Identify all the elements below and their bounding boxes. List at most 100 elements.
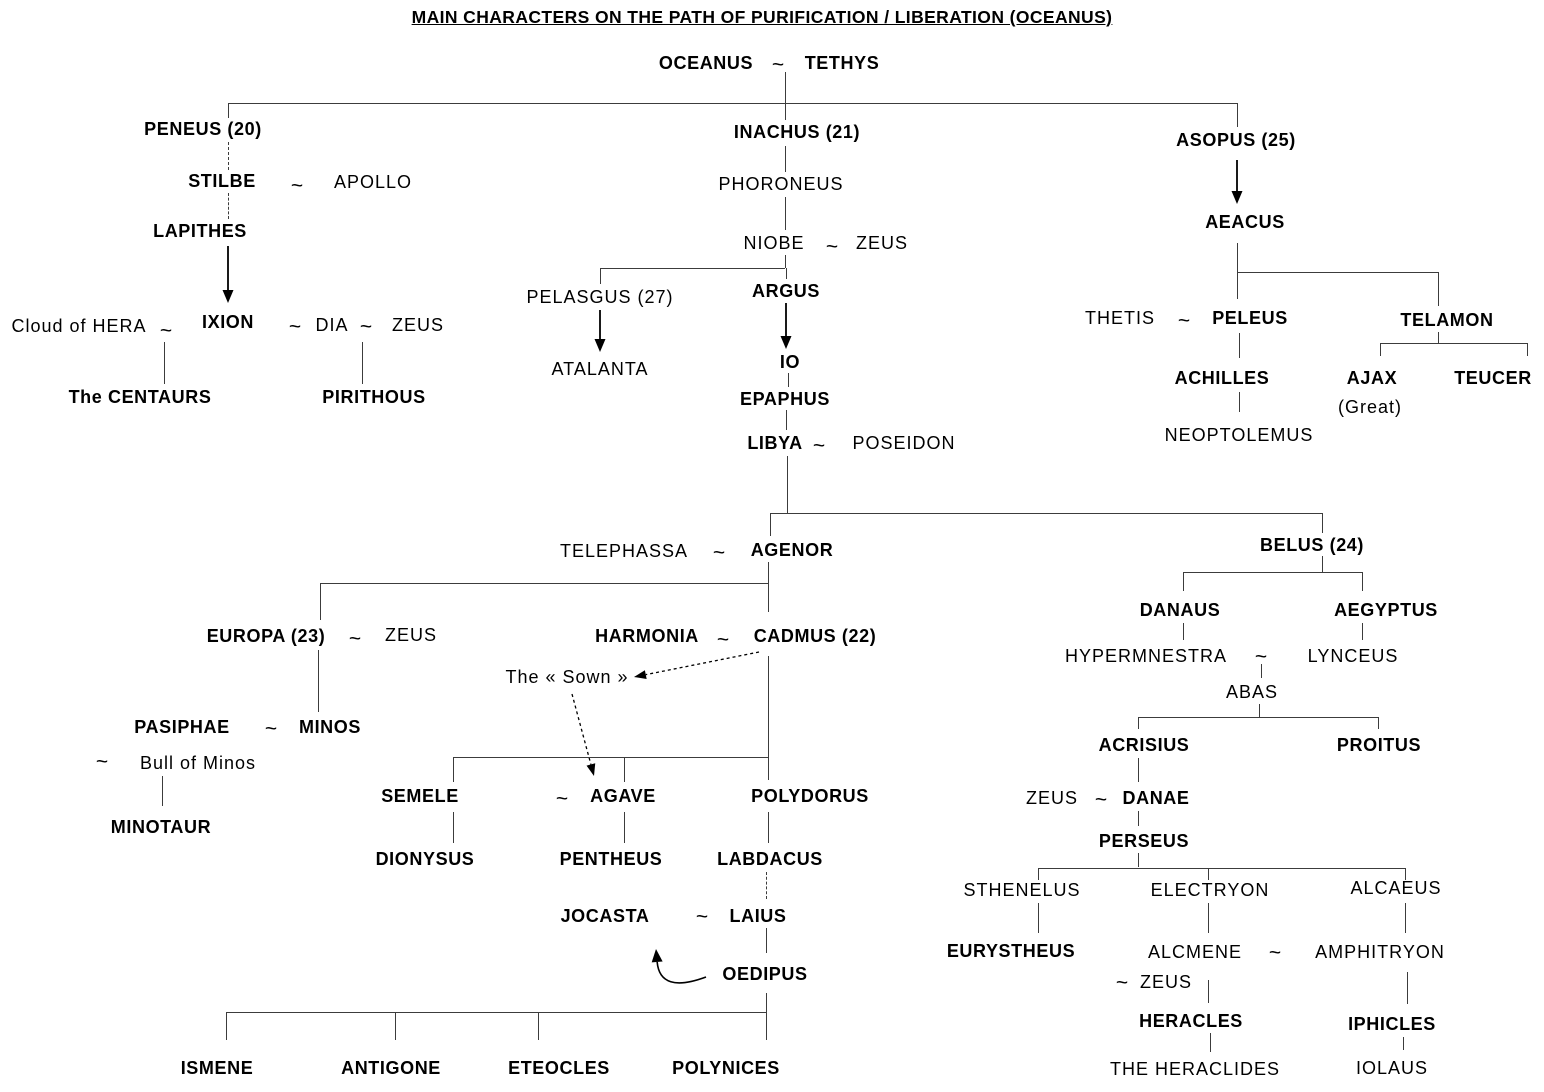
connector-line (1138, 717, 1139, 729)
connector-line (766, 872, 767, 899)
connector-line (600, 268, 601, 284)
connector-line (1438, 332, 1439, 343)
connector-line (164, 342, 165, 384)
node-pelasgus: PELASGUS (27) (526, 287, 674, 307)
node-thetis: THETIS (1084, 308, 1156, 328)
connector-line (785, 103, 786, 120)
node-cadmus: CADMUS (22) (753, 626, 877, 646)
connector-line (1237, 272, 1438, 273)
node-union-semele-agave: ~ (555, 787, 569, 811)
node-agave: AGAVE (590, 786, 656, 806)
node-hypermnestra: HYPERMNESTRA (1064, 646, 1228, 666)
node-tethys: TETHYS (804, 53, 880, 73)
connector-line (1407, 972, 1408, 1004)
connector-line (1208, 980, 1209, 1003)
connector-line (624, 812, 625, 843)
connector-line (1138, 758, 1139, 782)
connector-line (1259, 704, 1260, 717)
node-zeus-alcmene-row: ZEUS (1139, 972, 1193, 992)
node-the-sown: The « Sown » (505, 667, 629, 687)
connector-line (1183, 623, 1184, 640)
node-epaphus: EPAPHUS (740, 389, 830, 409)
node-zeus-ixion-row: ZEUS (391, 315, 445, 335)
connector-line (788, 373, 789, 387)
node-laius: LAIUS (729, 906, 787, 926)
node-libya: LIBYA (747, 433, 803, 453)
node-zeus-niobe-row: ZEUS (855, 233, 909, 253)
arrow-argus-io-head (780, 336, 792, 349)
node-apollo: APOLLO (333, 172, 413, 192)
node-union-ixion-dia: ~ (288, 315, 302, 339)
connector-line (785, 197, 786, 230)
connector-line (1237, 103, 1238, 127)
node-electryon: ELECTRYON (1150, 880, 1270, 900)
connector-line (226, 1012, 766, 1013)
connector-line (1239, 333, 1240, 358)
connector-line (318, 650, 319, 712)
connector-line (1237, 243, 1238, 272)
connector-line (1405, 868, 1406, 880)
node-europa: EUROPA (23) (206, 626, 326, 646)
connector-line (1208, 868, 1209, 880)
node-lapithes: LAPITHES (153, 221, 247, 241)
connector-line (1362, 623, 1363, 640)
node-danaus: DANAUS (1139, 600, 1221, 620)
node-the-centaurs: The CENTAURS (68, 387, 212, 407)
arrow-lapithes-ixion-head (222, 290, 234, 303)
node-union-alcmene-amphitryon: ~ (1268, 941, 1282, 965)
node-telephassa: TELEPHASSA (559, 541, 689, 561)
node-ajax: AJAX (1346, 368, 1398, 388)
connector-line (768, 812, 769, 843)
arrow-pelasgus-atalanta-head (594, 339, 606, 352)
connector-line (768, 757, 769, 780)
node-zeus-danae-row: ZEUS (1025, 788, 1079, 808)
connector-line (1403, 1037, 1404, 1050)
connector-line (1038, 868, 1405, 869)
connector-line (1138, 811, 1139, 826)
connector-line (1208, 903, 1209, 933)
node-minotaur: MINOTAUR (110, 817, 212, 837)
arrow-oedipus-jocasta (656, 961, 707, 984)
node-acrisius: ACRISIUS (1098, 735, 1190, 755)
connector-line (320, 583, 321, 620)
connector-line (785, 146, 786, 172)
arrow-asopus-aeacus-head (1231, 191, 1243, 204)
node-lynceus: LYNCEUS (1307, 646, 1399, 666)
node-union-jocasta-laius: ~ (695, 905, 709, 929)
node-sthenelus: STHENELUS (963, 880, 1081, 900)
connector-line (1183, 572, 1362, 573)
node-union-oceanus-tethys: ~ (771, 53, 785, 77)
connector-line (228, 142, 229, 170)
node-niobe: NIOBE (743, 233, 805, 253)
connector-line (787, 456, 788, 513)
node-union-libya-poseidon: ~ (812, 434, 826, 458)
connector-line (766, 1012, 767, 1040)
connector-line (768, 656, 769, 757)
connector-line (785, 72, 786, 103)
node-oceanus: OCEANUS (658, 53, 754, 73)
connector-line (785, 255, 786, 268)
connector-line (766, 928, 767, 953)
connector-line (1183, 572, 1184, 591)
node-peneus: PENEUS (20) (144, 119, 262, 139)
node-semele: SEMELE (381, 786, 459, 806)
connector-line (228, 103, 1237, 104)
node-belus: BELUS (24) (1259, 535, 1365, 555)
connector-line (226, 1012, 227, 1040)
node-inachus: INACHUS (21) (733, 122, 861, 142)
connector-line (786, 410, 787, 430)
node-union-telephassa-agenor: ~ (712, 541, 726, 565)
node-antigone: ANTIGONE (341, 1058, 441, 1078)
connector-line (1138, 717, 1378, 718)
node-union-zeus-danae: ~ (1094, 788, 1108, 812)
connector-line (1210, 1033, 1211, 1052)
node-heracles: HERACLES (1139, 1011, 1243, 1031)
node-ixion: IXION (201, 312, 255, 332)
connector-line (1261, 664, 1262, 678)
node-dionysus: DIONYSUS (375, 849, 475, 869)
diagram-title: MAIN CHARACTERS ON THE PATH OF PURIFICAT… (411, 7, 1113, 27)
connector-line (1239, 392, 1240, 412)
node-proitus: PROITUS (1336, 735, 1422, 755)
node-zeus-europa-row: ZEUS (384, 625, 438, 645)
node-dia: DIA (315, 315, 349, 335)
